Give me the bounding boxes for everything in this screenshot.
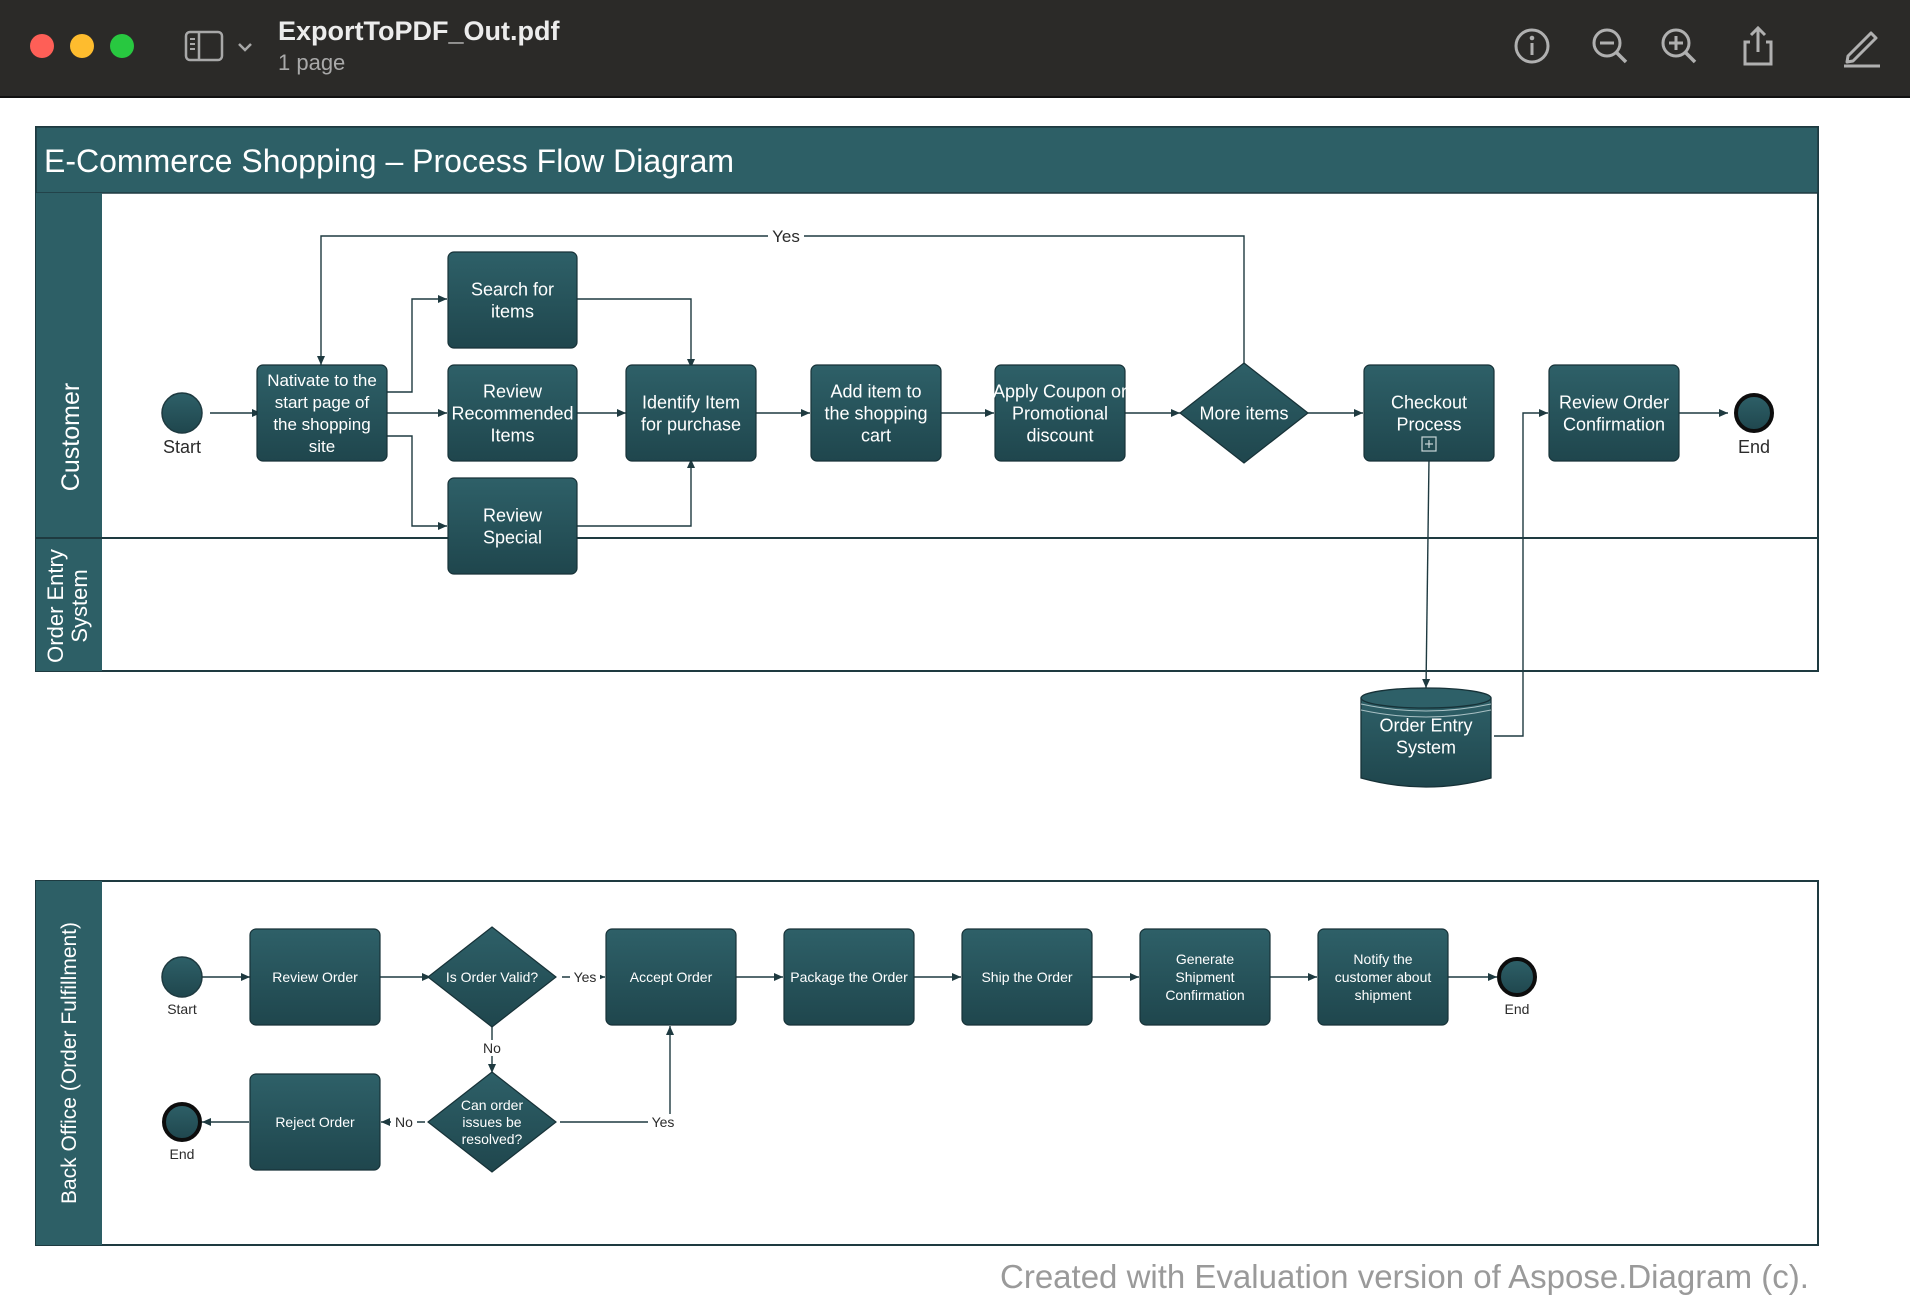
connector-search-identify (577, 298, 695, 368)
database-top (1360, 687, 1492, 709)
add-to-cart-task (810, 364, 942, 462)
subprocess-marker (1421, 436, 1437, 452)
zoom-window-button[interactable] (110, 34, 134, 58)
label-background (648, 1114, 678, 1131)
can-resolve-decision (427, 1071, 557, 1173)
generate-confirmation-task (1139, 928, 1271, 1026)
label-background (480, 1040, 504, 1056)
review-special-task (447, 477, 578, 575)
window-titlebar: ExportToPDF_Out.pdf 1 page (0, 0, 1910, 98)
markup-pen-icon[interactable] (1838, 22, 1886, 70)
bo-start-event (161, 956, 203, 998)
customer-lane-header (36, 193, 102, 538)
start-event (161, 392, 203, 434)
close-window-button[interactable] (30, 34, 54, 58)
notify-customer-task (1317, 928, 1449, 1026)
bo-end-event (1497, 957, 1537, 997)
diagram-title-bar (35, 126, 1819, 194)
checkout-task (1363, 364, 1495, 462)
connector-orderentry-review (1494, 409, 1548, 737)
apply-coupon-task (994, 364, 1126, 462)
review-confirmation-task (1548, 364, 1680, 462)
connector-checkout-orderentry (1422, 458, 1431, 689)
evaluation-watermark: Created with Evaluation version of Aspos… (1000, 1258, 1809, 1295)
info-icon[interactable] (1508, 22, 1556, 70)
order-entry-lane-header (36, 539, 102, 671)
bo-reject-end-event (162, 1102, 202, 1142)
pdf-page: E-Commerce Shopping – Process Flow Diagr… (4, 106, 1910, 1295)
label-background (391, 1114, 417, 1131)
ship-order-task (961, 928, 1093, 1026)
order-entry-lane-label: Order EntrySystem (43, 549, 92, 663)
end-event (1734, 393, 1774, 433)
more-items-decision-label: More items (1199, 403, 1288, 423)
database-ring (1360, 703, 1492, 712)
accept-order-task (605, 928, 737, 1026)
bo-start-label: Start (167, 1001, 197, 1017)
order-entry-database (1360, 698, 1492, 788)
reject-order-task-label: Reject Order (275, 1114, 355, 1130)
sidebar-toggle-button[interactable] (182, 26, 258, 68)
bo-review-order-task-label: Review Order (272, 969, 358, 985)
zoom-out-icon[interactable] (1586, 22, 1634, 70)
end-label: End (1738, 437, 1770, 457)
reject-order-task (249, 1073, 381, 1171)
diagram-title: E-Commerce Shopping – Process Flow Diagr… (44, 143, 734, 179)
connector-navigate-special (386, 435, 447, 530)
database-ring (1360, 709, 1492, 718)
navigate-task (256, 364, 388, 462)
yes-loop-label: Yes (772, 227, 800, 246)
bo-review-order-task (249, 928, 381, 1026)
search-task (447, 251, 578, 349)
customer-lane-label: Customer (57, 383, 85, 491)
zoom-in-icon[interactable] (1655, 22, 1703, 70)
identify-item-task (625, 364, 757, 462)
back-office-lane-label: Back Office (Order Fulfillment) (58, 922, 81, 1204)
package-order-task (783, 928, 915, 1026)
package-order-task-label: Package the Order (790, 969, 908, 985)
order-valid-decision-label: Is Order Valid? (446, 969, 539, 985)
bo-end-label: End (1505, 1001, 1530, 1017)
sidebar-icon (184, 30, 224, 62)
valid-no-label: No (483, 1040, 501, 1056)
document-title: ExportToPDF_Out.pdf (278, 16, 560, 46)
back-office-lane-header (36, 881, 102, 1245)
page-count: 1 page (278, 50, 346, 75)
bo-reject-end-label: End (170, 1146, 195, 1162)
order-valid-decision (427, 926, 557, 1028)
resolve-yes-label: Yes (652, 1114, 675, 1130)
minimize-window-button[interactable] (70, 34, 94, 58)
review-recommended-task (447, 364, 578, 462)
more-items-decision (1179, 362, 1309, 464)
chevron-down-icon (238, 43, 252, 52)
share-icon[interactable] (1734, 22, 1782, 70)
label-background (768, 227, 804, 245)
process-flow-diagram: E-Commerce Shopping – Process Flow Diagr… (35, 126, 1819, 1246)
label-background (570, 968, 600, 986)
resolve-no-label: No (395, 1114, 413, 1130)
ship-order-task-label: Ship the Order (981, 969, 1072, 985)
valid-yes-label: Yes (574, 969, 597, 985)
connector-navigate-search (386, 295, 447, 393)
connector-special-identify (577, 459, 695, 527)
accept-order-task-label: Accept Order (630, 969, 713, 985)
start-label: Start (163, 437, 201, 457)
